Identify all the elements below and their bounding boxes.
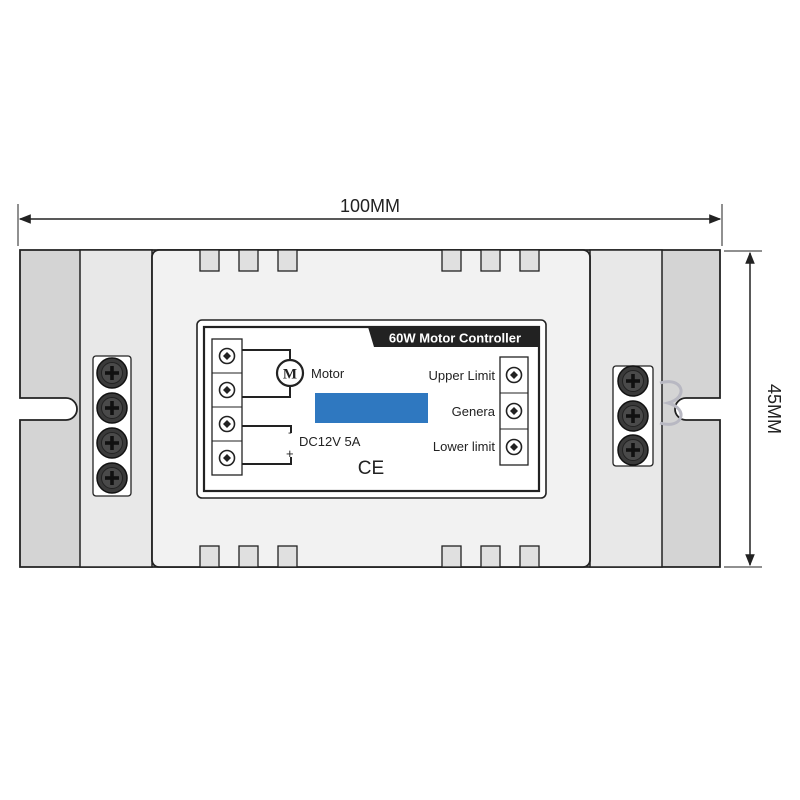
- terminal-screw-icon: [96, 392, 128, 424]
- motor-label: Motor: [311, 366, 345, 381]
- height-dimension: 45MM: [724, 250, 784, 568]
- width-dimension-label: 100MM: [340, 196, 400, 216]
- terminal-screw-icon: [505, 402, 523, 420]
- terminal-screw-icon: [218, 449, 236, 467]
- terminal-screw-icon: [96, 462, 128, 494]
- terminal-screw-icon: [218, 347, 236, 365]
- right-terminal-strip: [612, 365, 654, 467]
- terminal-label-genera: Genera: [452, 404, 496, 419]
- ce-mark-icon: CE: [358, 458, 384, 479]
- terminal-label-upper-limit: Upper Limit: [429, 368, 496, 383]
- label-panel: 60W Motor Controller M Motor - + DC12V 5…: [196, 319, 547, 499]
- motor-symbol: M: [283, 367, 297, 383]
- terminal-screw-icon: [617, 400, 649, 432]
- terminal-screw-icon: [218, 415, 236, 433]
- terminal-label-lower-limit: Lower limit: [433, 439, 496, 454]
- label-title: 60W Motor Controller: [389, 331, 521, 346]
- terminal-screw-icon: [617, 365, 649, 397]
- terminal-screw-icon: [617, 434, 649, 466]
- terminal-screw-icon: [96, 357, 128, 389]
- terminal-screw-icon: [505, 366, 523, 384]
- power-label: DC12V 5A: [299, 434, 361, 449]
- status-display: [315, 393, 428, 423]
- motor-circle-icon: [275, 358, 305, 388]
- height-dimension-label: 45MM: [764, 384, 784, 434]
- left-terminal-strip: [92, 355, 132, 497]
- terminal-screw-icon: [96, 427, 128, 459]
- minus-sign: -: [288, 427, 292, 439]
- cable-loop: [659, 380, 683, 426]
- width-dimension: 100MM: [17, 196, 723, 246]
- top-vents: [199, 249, 540, 272]
- terminal-screw-icon: [218, 381, 236, 399]
- plus-sign: +: [286, 446, 294, 461]
- bottom-vents: [199, 545, 540, 568]
- terminal-screw-icon: [505, 438, 523, 456]
